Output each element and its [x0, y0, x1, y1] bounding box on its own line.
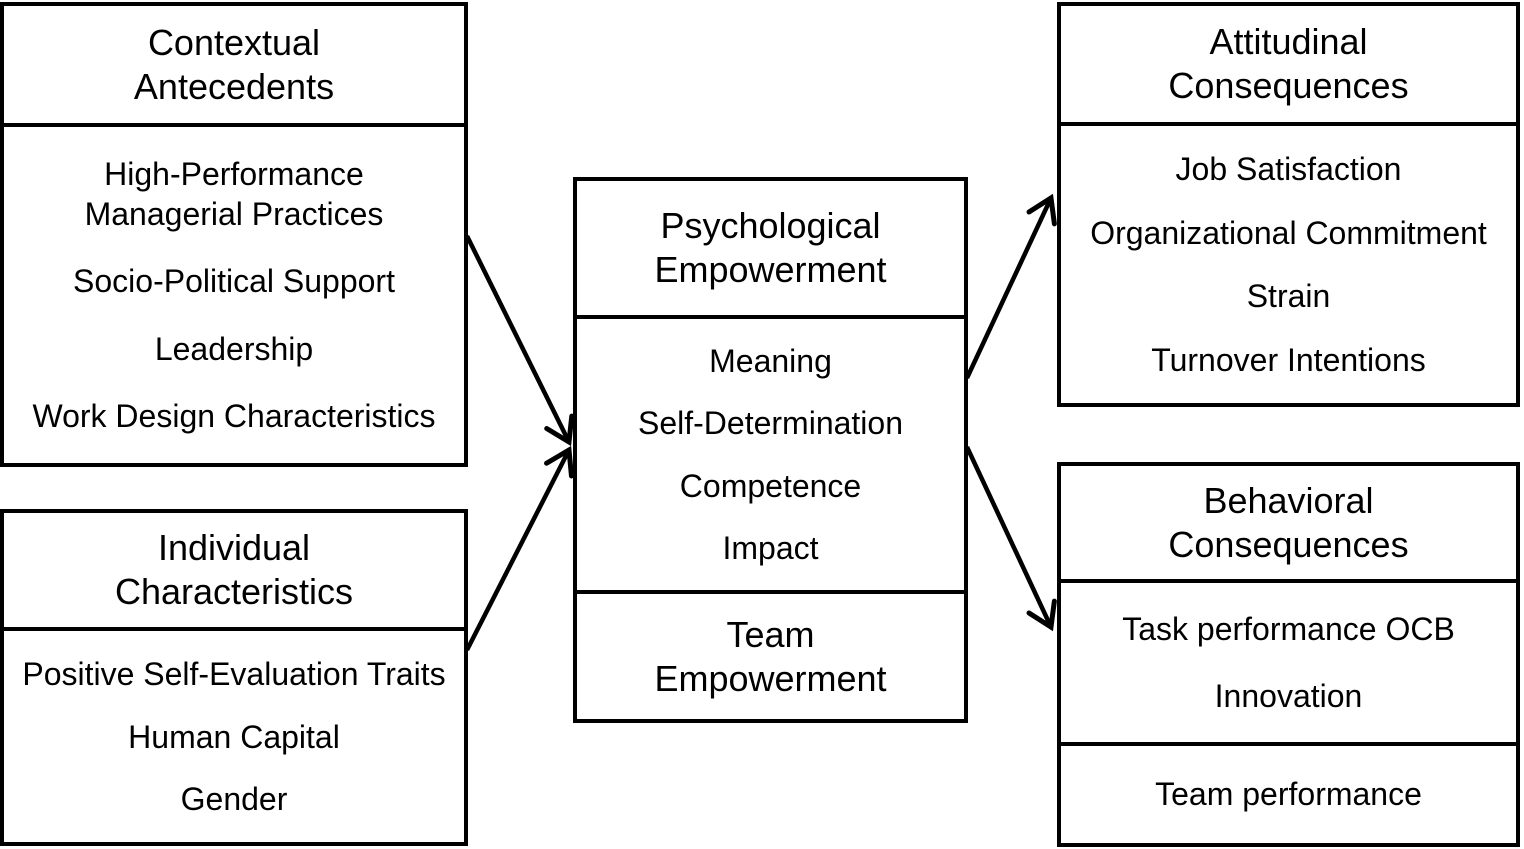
- team-empowerment-section: Team Empowerment: [577, 590, 964, 719]
- box-behavioral-consequences: Behavioral Consequences Task performance…: [1057, 462, 1520, 847]
- team-performance-section: Team performance: [1061, 742, 1516, 843]
- arrow-contextual-to-psychological: [464, 235, 575, 447]
- item-competence: Competence: [679, 467, 862, 504]
- arrow-psychological-to-behavioral: [964, 446, 1057, 632]
- item-strain: Strain: [1246, 278, 1331, 315]
- item-organizational-commitment: Organizational Commitment: [1090, 214, 1487, 251]
- box-psychological-empowerment: Psychological Empowerment Meaning Self-D…: [573, 177, 968, 723]
- item-impact: Impact: [722, 529, 819, 566]
- behavioral-consequences-body: Task performance OCB Innovation: [1061, 583, 1516, 742]
- item-work-design-characteristics: Work Design Characteristics: [32, 397, 436, 434]
- individual-characteristics-body: Positive Self-Evaluation Traits Human Ca…: [4, 631, 464, 842]
- box-contextual-antecedents: Contextual Antecedents High-Performance …: [0, 2, 468, 467]
- arrow-individual-to-psychological: [464, 445, 574, 652]
- arrow-psychological-to-attitudinal: [964, 193, 1057, 379]
- item-gender: Gender: [180, 781, 288, 818]
- item-task-performance-ocb: Task performance OCB: [1122, 611, 1455, 648]
- item-high-performance-managerial-practices: High-Performance Managerial Practices: [84, 156, 384, 233]
- item-human-capital: Human Capital: [128, 718, 340, 755]
- behavioral-consequences-title: Behavioral Consequences: [1061, 466, 1516, 583]
- box-attitudinal-consequences: Attitudinal Consequences Job Satisfactio…: [1057, 2, 1520, 407]
- item-innovation: Innovation: [1214, 677, 1363, 714]
- attitudinal-consequences-title: Attitudinal Consequences: [1061, 6, 1516, 126]
- attitudinal-consequences-body: Job Satisfaction Organizational Commitme…: [1061, 126, 1516, 403]
- item-socio-political-support: Socio-Political Support: [73, 263, 395, 300]
- contextual-antecedents-title: Contextual Antecedents: [4, 6, 464, 127]
- contextual-antecedents-body: High-Performance Managerial Practices So…: [4, 127, 464, 463]
- item-positive-self-evaluation-traits: Positive Self-Evaluation Traits: [22, 655, 446, 692]
- psychological-empowerment-body: Meaning Self-Determination Competence Im…: [577, 319, 964, 590]
- item-meaning: Meaning: [709, 343, 832, 380]
- item-self-determination: Self-Determination: [638, 405, 903, 442]
- individual-characteristics-title: Individual Characteristics: [4, 513, 464, 631]
- item-job-satisfaction: Job Satisfaction: [1175, 151, 1402, 188]
- box-individual-characteristics: Individual Characteristics Positive Self…: [0, 509, 468, 846]
- item-turnover-intentions: Turnover Intentions: [1151, 341, 1426, 378]
- psychological-empowerment-title: Psychological Empowerment: [577, 181, 964, 319]
- item-leadership: Leadership: [154, 330, 314, 367]
